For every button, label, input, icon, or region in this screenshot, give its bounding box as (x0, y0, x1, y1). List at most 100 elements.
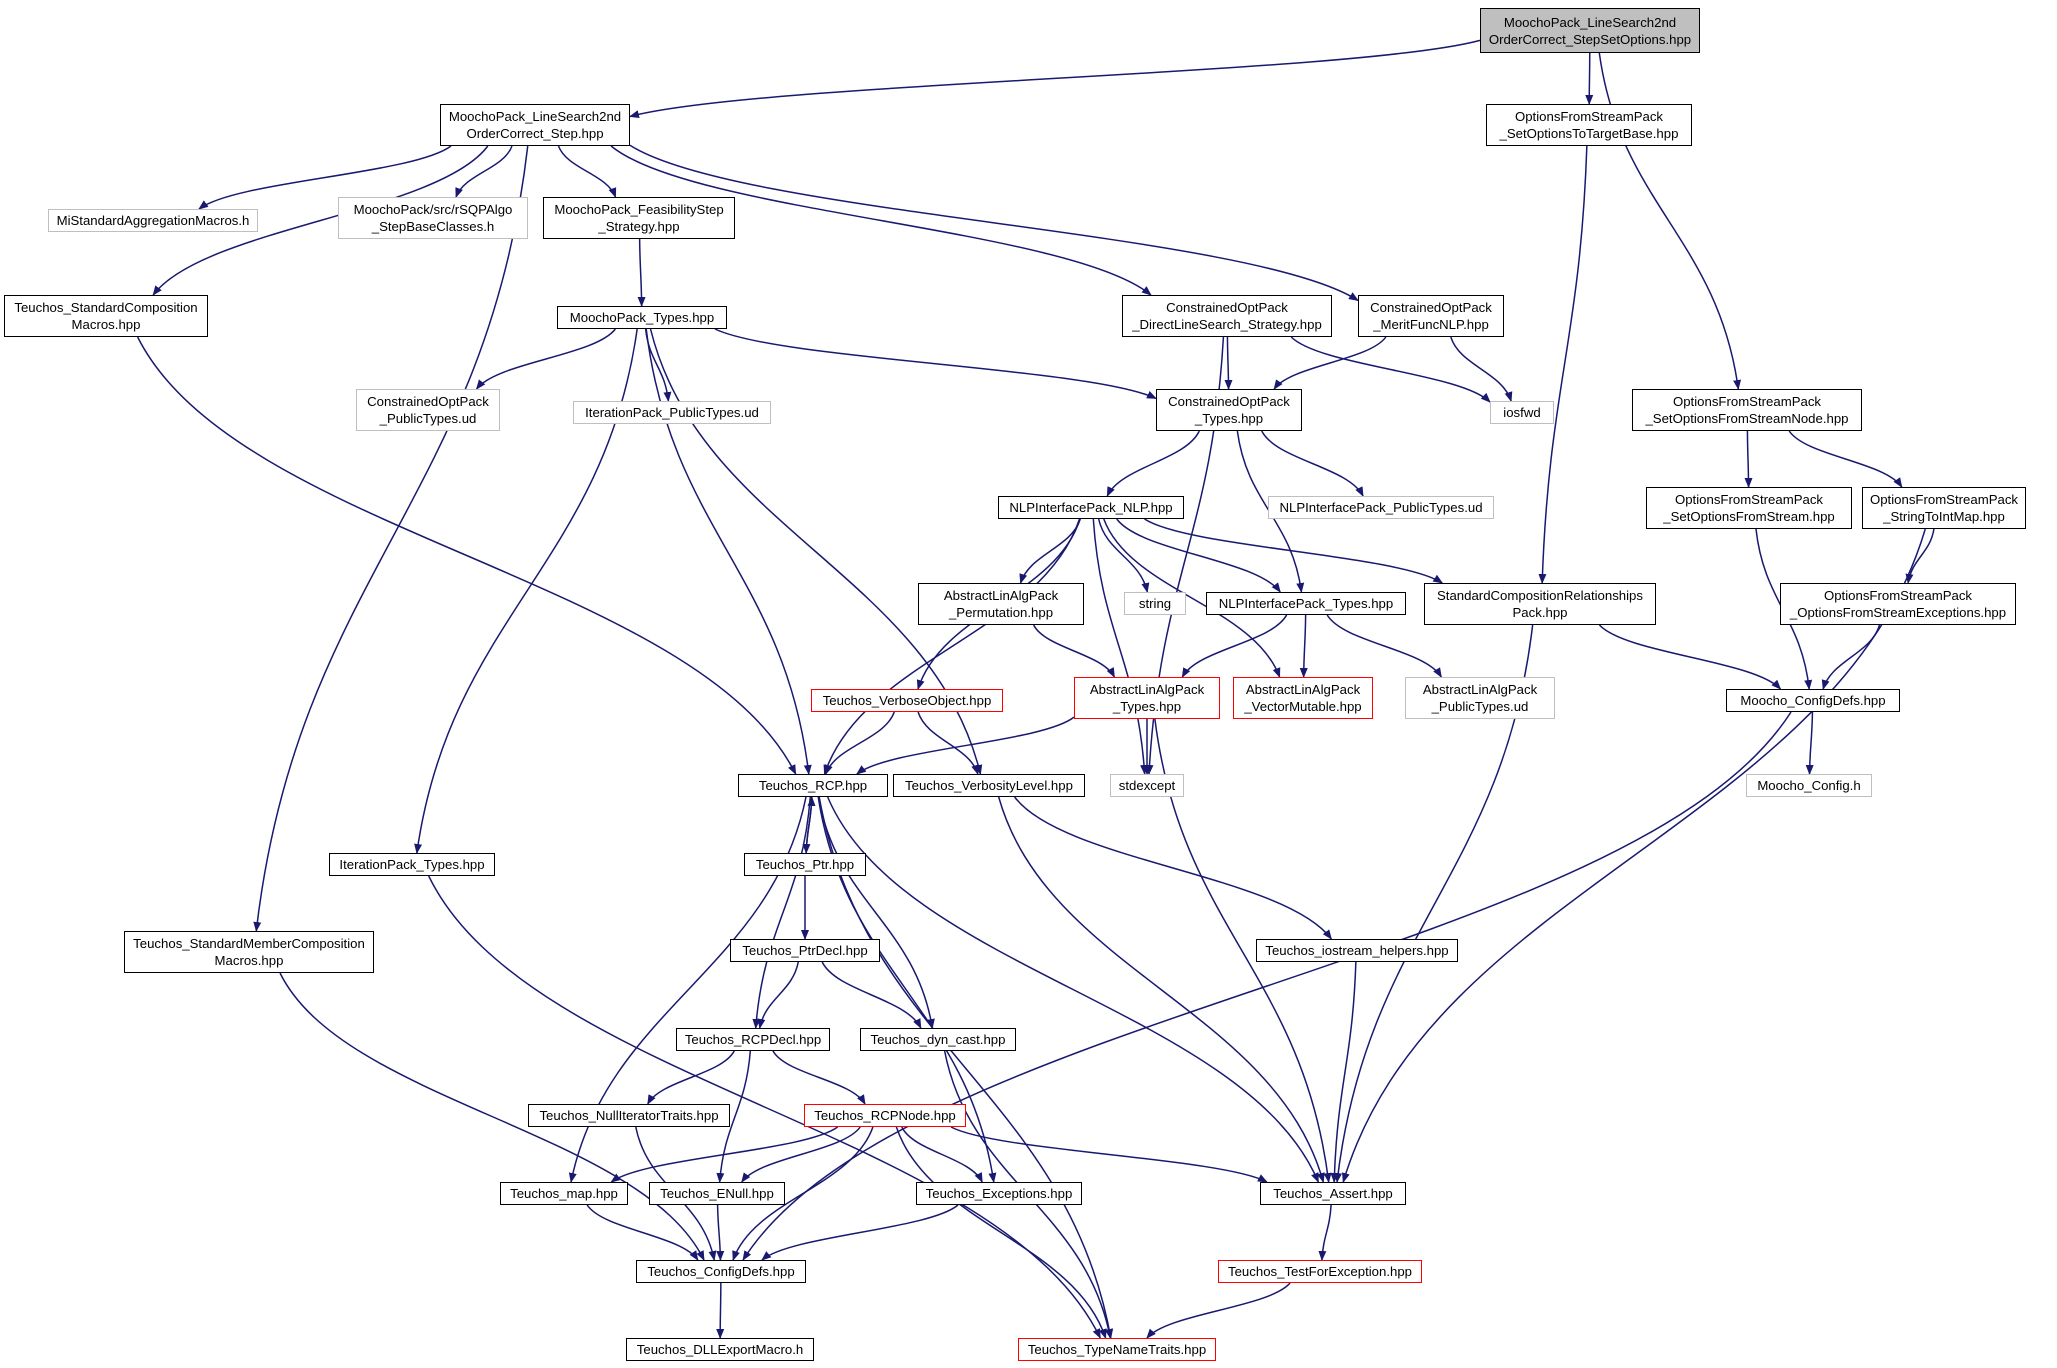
node-rsqp[interactable]: MoochoPack/src/rSQPAlgo _StepBaseClasses… (338, 197, 528, 239)
node-m-config-h[interactable]: Moocho_Config.h (1746, 774, 1872, 797)
node-label: OptionsFromStreamPack _OptionsFromStream… (1789, 588, 2007, 620)
node-ala-vec[interactable]: AbstractLinAlgPack _VectorMutable.hpp (1233, 677, 1373, 719)
node-rcp-node[interactable]: Teuchos_RCPNode.hpp (804, 1104, 966, 1127)
node-fs-stream[interactable]: OptionsFromStreamPack _SetOptionsFromStr… (1646, 487, 1852, 529)
node-feas[interactable]: MoochoPack_FeasibilityStep _Strategy.hpp (543, 197, 735, 239)
node-test-exc[interactable]: Teuchos_TestForException.hpp (1218, 1260, 1422, 1283)
node-rcp[interactable]: Teuchos_RCP.hpp (738, 774, 888, 797)
node-step[interactable]: MoochoPack_LineSearch2nd OrderCorrect_St… (440, 104, 630, 146)
node-label: stdexcept (1118, 778, 1176, 793)
node-fs-node[interactable]: OptionsFromStreamPack _SetOptionsFromStr… (1632, 389, 1862, 431)
edge-dirLS-to-copTypes (1224, 336, 1233, 390)
edge-ptr-to-rcp (805, 796, 816, 854)
edge-copTypes-to-nlpPub (1261, 430, 1364, 497)
edge-nlp-to-string (1097, 518, 1150, 593)
node-dyn-cast[interactable]: Teuchos_dyn_cast.hpp (860, 1028, 1016, 1051)
node-ofs-exc[interactable]: OptionsFromStreamPack _OptionsFromStream… (1780, 583, 2016, 625)
node-std-mem[interactable]: Teuchos_StandardMemberComposition Macros… (124, 931, 374, 973)
node-label: MoochoPack/src/rSQPAlgo _StepBaseClasses… (353, 202, 513, 234)
edge-mTypes-to-copPub (475, 328, 616, 390)
node-label: MoochoPack_FeasibilityStep _Strategy.hpp (554, 202, 724, 234)
node-type-name[interactable]: Teuchos_TypeNameTraits.hpp (1018, 1338, 1216, 1361)
node-label: Teuchos_Ptr.hpp (755, 857, 855, 872)
node-str-to-int[interactable]: OptionsFromStreamPack _StringToIntMap.hp… (1862, 487, 2026, 529)
node-label: Moocho_ConfigDefs.hpp (1740, 693, 1886, 708)
node-ala-types[interactable]: AbstractLinAlgPack _Types.hpp (1074, 677, 1220, 719)
edge-ofsExc-to-mConfig (1821, 624, 1881, 690)
edge-rcp-to-assert (826, 796, 1320, 1183)
node-label: AbstractLinAlgPack _PublicTypes.ud (1422, 682, 1538, 714)
edge-enull-to-tConfig (716, 1204, 725, 1261)
edge-stdMem-to-tConfig (279, 972, 705, 1261)
node-cop-pub[interactable]: ConstrainedOptPack _PublicTypes.ud (356, 389, 500, 431)
edge-mTypes-to-copTypes (714, 328, 1157, 400)
edge-rcpNode-to-typeName (895, 1126, 1107, 1339)
node-ptr[interactable]: Teuchos_Ptr.hpp (744, 853, 866, 876)
node-dir-l-s[interactable]: ConstrainedOptPack _DirectLineSearch_Str… (1122, 295, 1332, 337)
node-m-config[interactable]: Moocho_ConfigDefs.hpp (1726, 689, 1900, 712)
node-label: Teuchos_map.hpp (510, 1186, 618, 1201)
edge-nlp-to-scrp (1144, 518, 1444, 584)
node-mi-agg[interactable]: MiStandardAggregationMacros.h (48, 209, 258, 232)
node-iosfwd[interactable]: iosfwd (1490, 401, 1554, 424)
edge-merit-to-copTypes (1273, 336, 1387, 390)
node-label: Teuchos_iostream_helpers.hpp (1265, 943, 1449, 958)
edge-dirLS-to-iosfwd (1290, 336, 1491, 403)
node-ala-perm[interactable]: AbstractLinAlgPack _Permutation.hpp (918, 583, 1084, 625)
node-label: Teuchos_TestForException.hpp (1228, 1264, 1412, 1279)
edge-rcp-to-rcpDecl (752, 796, 812, 1029)
node-scrp[interactable]: StandardCompositionRelationships Pack.hp… (1424, 583, 1656, 625)
node-nlp-types[interactable]: NLPInterfacePack_Types.hpp (1206, 592, 1406, 615)
edge-alaTypes-to-assert (1154, 718, 1332, 1183)
node-std-comp[interactable]: Teuchos_StandardComposition Macros.hpp (4, 295, 208, 337)
edge-nlp-to-alaPerm (1019, 518, 1081, 584)
node-enull[interactable]: Teuchos_ENull.hpp (649, 1182, 785, 1205)
node-null-it[interactable]: Teuchos_NullIteratorTraits.hpp (528, 1104, 730, 1127)
node-ala-pub[interactable]: AbstractLinAlgPack _PublicTypes.ud (1405, 677, 1555, 719)
edge-verbLvl-to-iosHelp (1014, 796, 1332, 940)
node-t-config[interactable]: Teuchos_ConfigDefs.hpp (636, 1260, 806, 1283)
node-label: Teuchos_RCPNode.hpp (814, 1108, 956, 1123)
edge-step-to-rsqp (455, 145, 513, 198)
node-to-target[interactable]: OptionsFromStreamPack _SetOptionsToTarge… (1486, 104, 1692, 146)
node-label: Teuchos_DLLExportMacro.h (636, 1342, 804, 1357)
node-label: NLPInterfacePack_Types.hpp (1218, 596, 1394, 611)
edge-nlp-to-stdexcept (1092, 518, 1149, 775)
node-m-types[interactable]: MoochoPack_Types.hpp (557, 306, 727, 329)
node-label: OptionsFromStreamPack _SetOptionsFromStr… (1663, 492, 1835, 524)
edge-ptrDecl-to-rcpDecl (757, 961, 800, 1029)
node-ios-help[interactable]: Teuchos_iostream_helpers.hpp (1256, 939, 1458, 962)
node-nlp[interactable]: NLPInterfacePack_NLP.hpp (998, 496, 1184, 519)
edge-step-to-dirLS (610, 145, 1152, 296)
edge-rcpDecl-to-nullIt (647, 1050, 735, 1105)
node-it-types[interactable]: IterationPack_Types.hpp (329, 853, 495, 876)
node-verb-obj[interactable]: Teuchos_VerboseObject.hpp (811, 689, 1003, 712)
edge-step-to-miAgg (198, 145, 452, 210)
node-map[interactable]: Teuchos_map.hpp (500, 1182, 628, 1205)
node-exc[interactable]: Teuchos_Exceptions.hpp (916, 1182, 1082, 1205)
node-label: NLPInterfacePack_PublicTypes.ud (1279, 500, 1483, 515)
node-dll[interactable]: Teuchos_DLLExportMacro.h (626, 1338, 814, 1361)
node-label: Teuchos_ENull.hpp (660, 1186, 774, 1201)
edge-nlp-to-alaVec (1103, 518, 1281, 678)
edge-nlp-to-nlpTypes (1116, 518, 1281, 593)
node-ptr-decl[interactable]: Teuchos_PtrDecl.hpp (730, 939, 880, 962)
node-verb-lvl[interactable]: Teuchos_VerbosityLevel.hpp (893, 774, 1085, 797)
node-it-pub[interactable]: IterationPack_PublicTypes.ud (573, 401, 771, 424)
node-stdexcept[interactable]: stdexcept (1110, 774, 1184, 797)
edge-strToInt-to-ofsExc (1905, 528, 1935, 584)
node-string[interactable]: string (1124, 592, 1186, 615)
node-cop-types[interactable]: ConstrainedOptPack _Types.hpp (1156, 389, 1302, 431)
node-nlp-pub[interactable]: NLPInterfacePack_PublicTypes.ud (1268, 496, 1494, 519)
node-rcp-decl[interactable]: Teuchos_RCPDecl.hpp (676, 1028, 830, 1051)
node-merit[interactable]: ConstrainedOptPack _MeritFuncNLP.hpp (1358, 295, 1504, 337)
edge-alaPerm-to-alaTypes (1032, 624, 1116, 678)
node-label: Teuchos_RCP.hpp (758, 778, 868, 793)
node-assert[interactable]: Teuchos_Assert.hpp (1260, 1182, 1406, 1205)
node-label: Teuchos_PtrDecl.hpp (742, 943, 868, 958)
node-root[interactable]: MoochoPack_LineSearch2nd OrderCorrect_St… (1480, 8, 1700, 53)
edge-step-to-stdComp (152, 145, 489, 296)
edge-scrp-to-assert (1334, 624, 1534, 1183)
edge-verbObj-to-rcp (825, 711, 895, 775)
